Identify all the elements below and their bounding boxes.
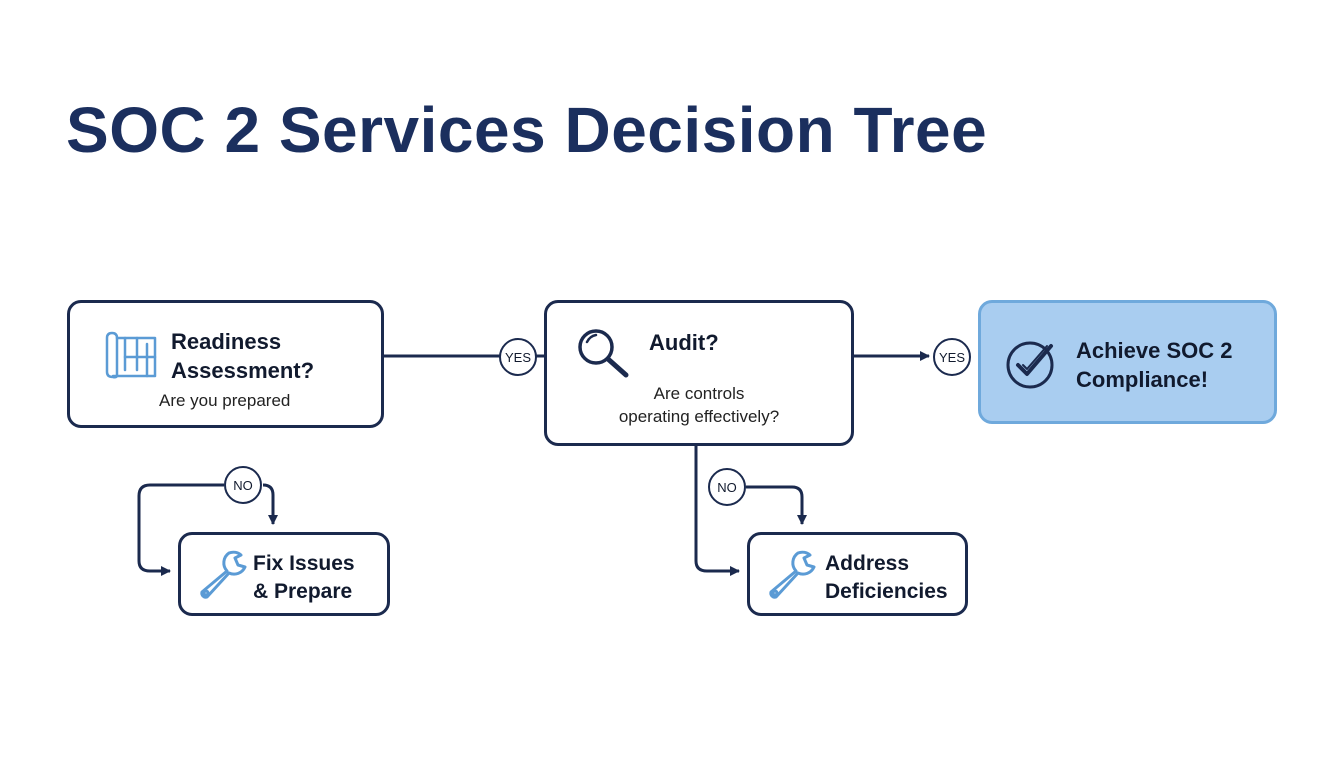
edge-readiness-to-fix-right [262, 483, 278, 525]
achieve-title: Achieve SOC 2 Compliance! [1076, 336, 1233, 394]
node-audit: Audit? Are controls operating effectivel… [544, 300, 854, 446]
readiness-title: Readiness Assessment? [171, 327, 314, 385]
no-badge-audit-address: NO [708, 468, 746, 506]
page-title: SOC 2 Services Decision Tree [66, 94, 988, 166]
no-badge-readiness-fix: NO [224, 466, 262, 504]
readiness-title-line-1: Readiness [171, 329, 282, 354]
yes-badge-audit-achieve: YES [933, 338, 971, 376]
fix-title-line-1: Fix Issues [253, 552, 355, 575]
address-title: Address Deficiencies [825, 550, 948, 606]
audit-subtitle-line-1: Are controls [653, 384, 745, 403]
edge-readiness-to-fix-left [137, 483, 224, 576]
edge-audit-to-address-left [694, 446, 740, 576]
check-badge-icon [1006, 341, 1054, 389]
wrench-icon [200, 550, 247, 599]
address-title-line-1: Address [825, 552, 910, 575]
audit-subtitle: Are controls operating effectively? [547, 382, 851, 428]
fix-title-line-2: & Prepare [253, 580, 353, 603]
readiness-subtitle: Are you prepared [159, 391, 291, 410]
node-readiness-assessment: Readiness Assessment? Are you prepared [67, 300, 384, 428]
node-address-deficiencies: Address Deficiencies [747, 532, 968, 616]
address-title-line-2: Deficiencies [825, 580, 948, 603]
achieve-title-line-1: Achieve SOC 2 [1076, 338, 1233, 363]
wrench-icon [769, 550, 816, 599]
yes-badge-readiness-audit: YES [499, 338, 537, 376]
node-fix-issues: Fix Issues & Prepare [178, 532, 390, 616]
readiness-title-line-2: Assessment? [171, 358, 315, 383]
audit-subtitle-line-2: operating effectively? [618, 407, 780, 426]
fix-title: Fix Issues & Prepare [253, 550, 355, 606]
node-achieve-compliance: Achieve SOC 2 Compliance! [978, 300, 1277, 424]
achieve-title-line-2: Compliance! [1076, 367, 1209, 392]
blueprint-icon [105, 331, 157, 379]
audit-title: Audit? [649, 330, 719, 355]
edge-audit-to-address-right [746, 485, 807, 525]
magnifier-icon [578, 329, 629, 378]
